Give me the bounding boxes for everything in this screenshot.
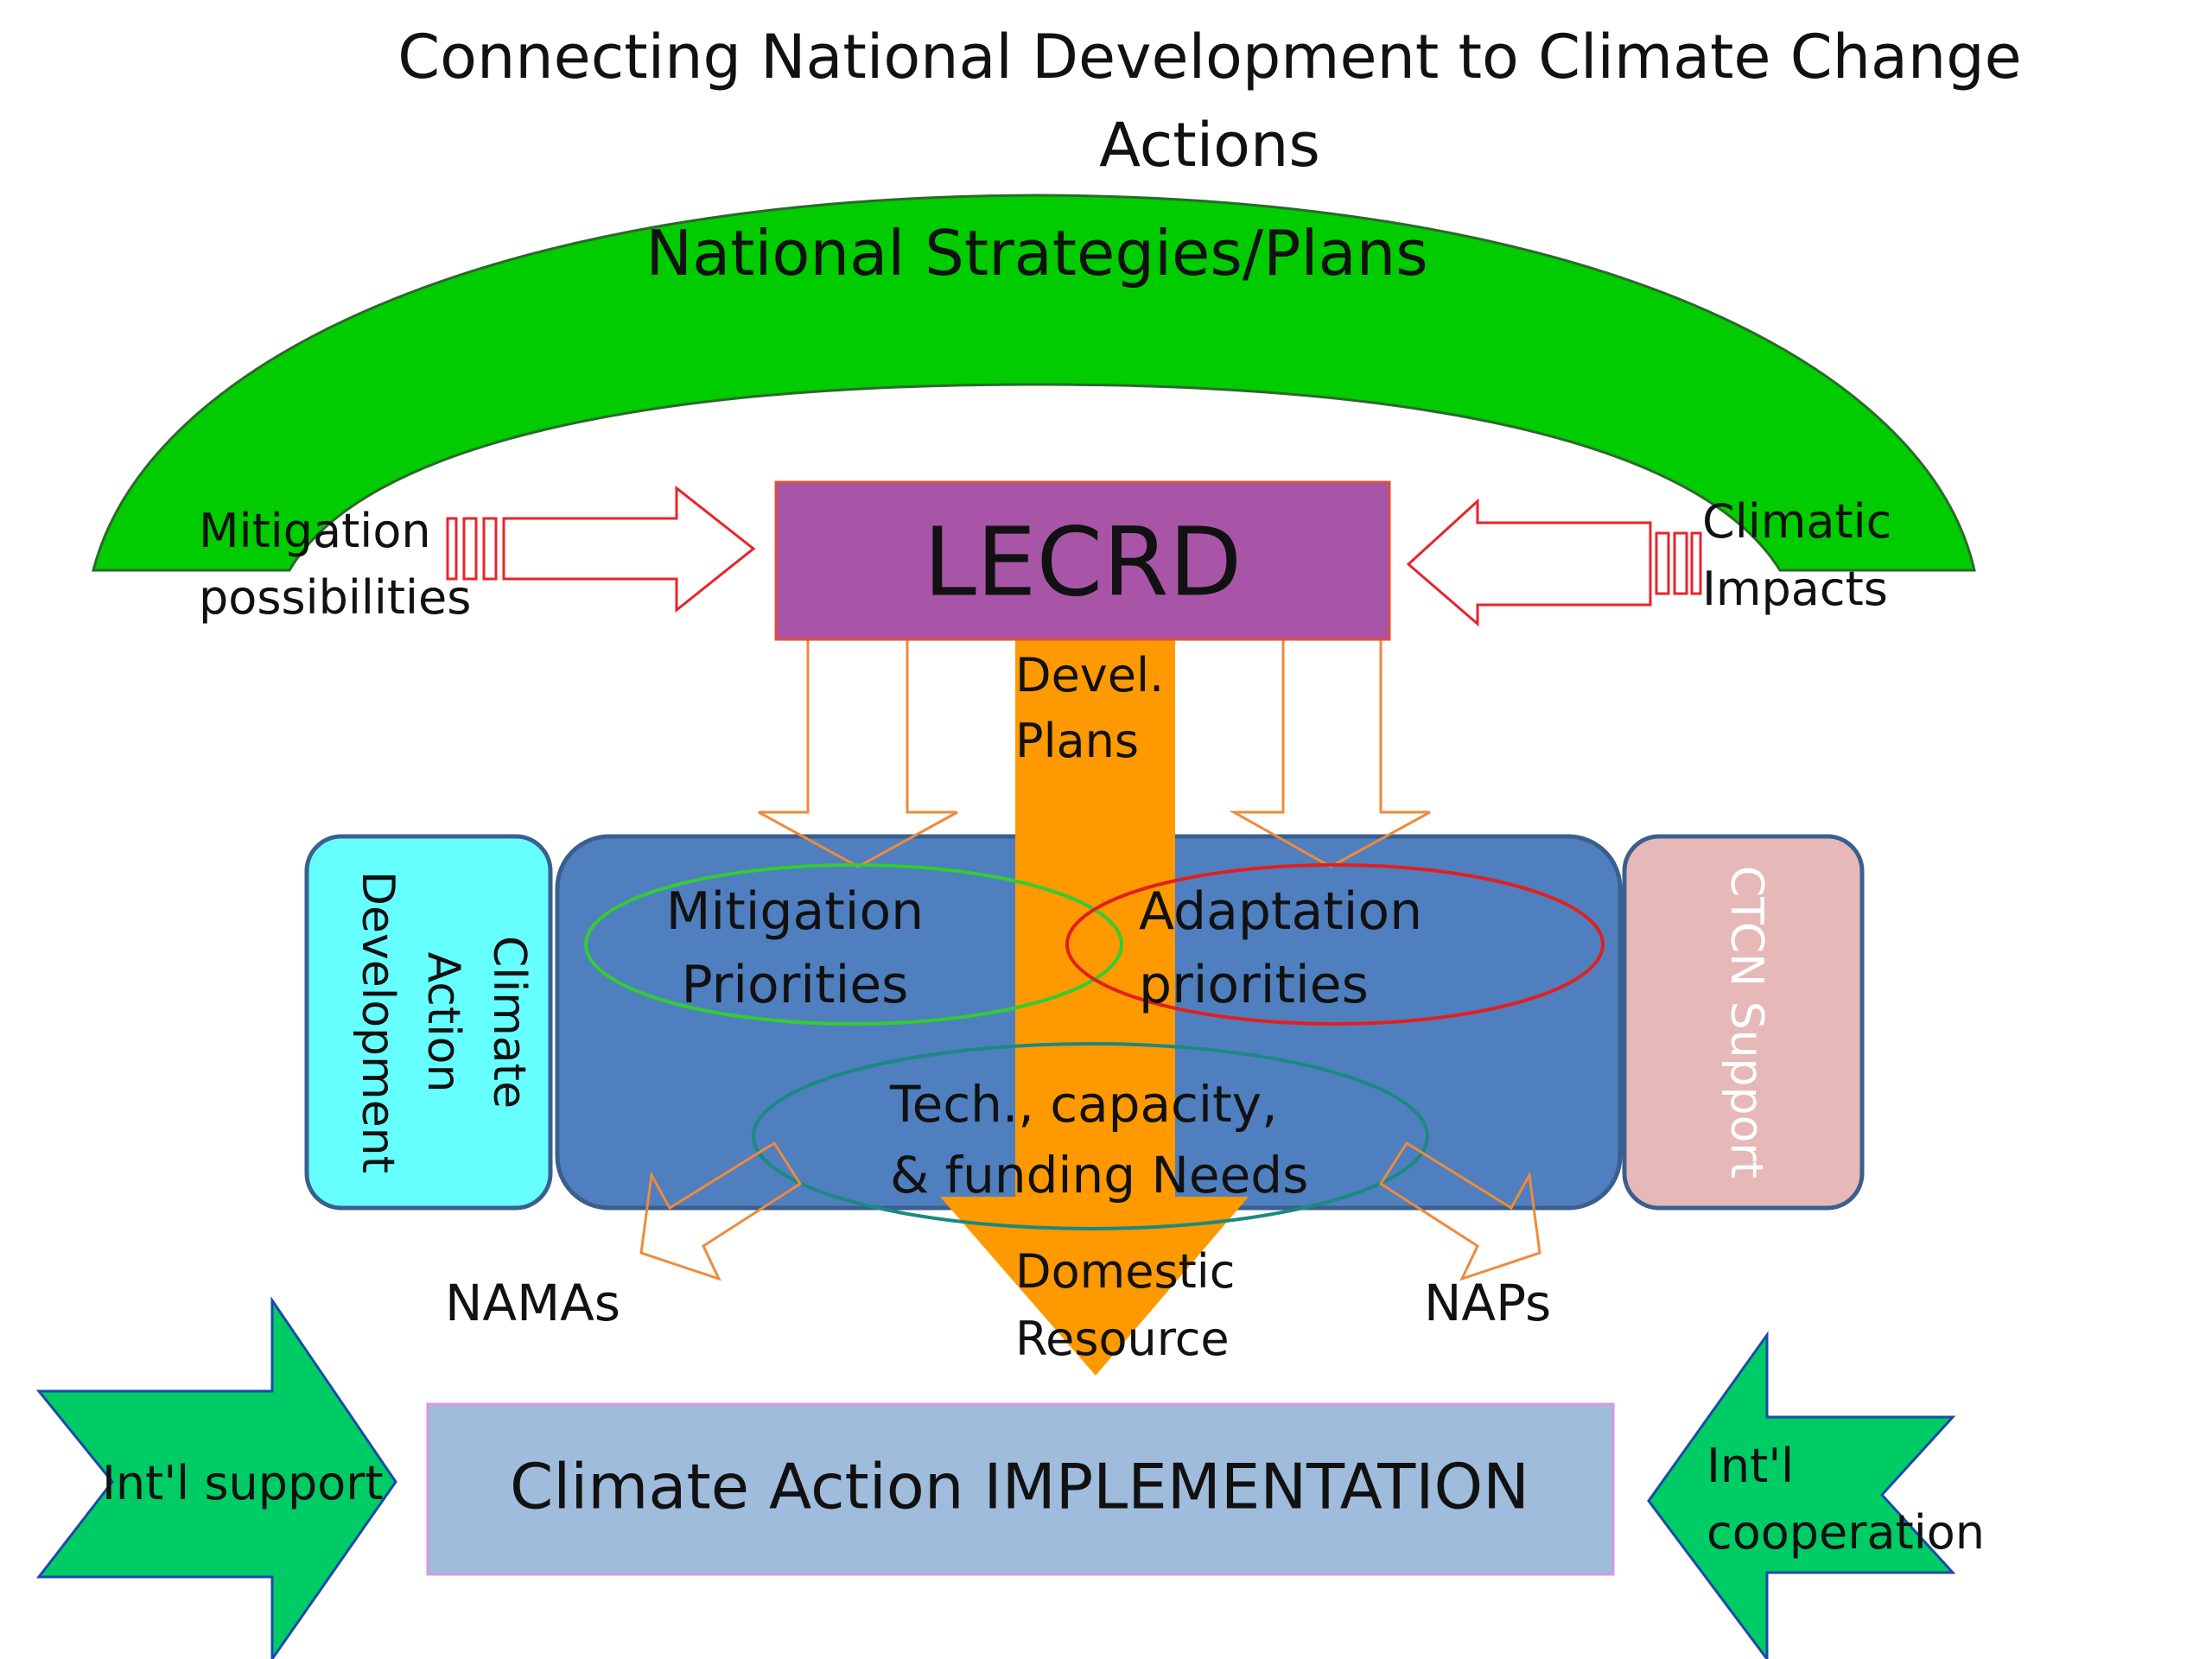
title-line-2: Actions — [1099, 110, 1320, 181]
cad-line-1: Climate — [483, 936, 535, 1109]
implementation-label: Climate Action IMPLEMENTATION — [510, 1451, 1529, 1523]
mitigation-line-1: Mitigation — [666, 881, 924, 942]
intl-support-arrow — [35, 1296, 397, 1659]
right-input-line-2: Impacts — [1702, 562, 1888, 616]
lecrd-to-adaptation-arrow — [1229, 638, 1431, 868]
to-naps-arrow — [1378, 1141, 1541, 1281]
intl-cooperation-arrow — [1647, 1331, 1956, 1659]
intl-coop-line-2: cooperation — [1707, 1505, 1985, 1560]
adaptation-line-2: priorities — [1139, 955, 1369, 1015]
right-input-arrow — [1406, 498, 1702, 627]
climate-action-development-label: Climate Action Development — [352, 871, 535, 1173]
to-namas-arrow — [639, 1141, 803, 1281]
lecrd-label: LECRD — [924, 506, 1243, 617]
mitigation-ellipse — [584, 863, 1123, 1026]
left-input-arrow — [446, 485, 756, 613]
climate-action-development-box — [304, 834, 553, 1211]
devel-line-1: Devel. — [1015, 648, 1164, 702]
implementation-box — [426, 1402, 1615, 1576]
arch-label: National Strategies/Plans — [645, 217, 1428, 289]
intl-support-label: Int'l support — [102, 1456, 384, 1510]
adaptation-ellipse — [1065, 863, 1605, 1026]
lecrd-to-mitigation-arrow — [758, 638, 958, 868]
naps-label: NAPs — [1424, 1274, 1551, 1332]
devel-plans-arrow — [940, 639, 1249, 1376]
domestic-line-2: Resource — [1015, 1312, 1230, 1366]
intl-coop-line-1: Int'l — [1707, 1439, 1794, 1493]
right-input-line-1: Climatic — [1702, 494, 1891, 549]
title-line-1: Connecting National Development to Clima… — [397, 22, 2022, 92]
ctcn-support-box — [1622, 834, 1865, 1211]
needs-line-1: Tech., capacity, — [889, 1075, 1278, 1134]
mitigation-line-2: Priorities — [682, 955, 909, 1015]
devel-line-2: Plans — [1015, 714, 1139, 768]
lecrd-box — [774, 480, 1391, 641]
namas-label: NAMAs — [445, 1274, 620, 1332]
national-strategies-arch — [92, 194, 1976, 572]
needs-line-2: & funding Needs — [890, 1146, 1308, 1205]
left-input-line-1: Mitigation — [199, 504, 431, 558]
ctcn-support-label: CTCN Support — [1720, 866, 1772, 1179]
needs-ellipse — [752, 1042, 1429, 1230]
cad-line-3: Development — [352, 871, 404, 1173]
adaptation-line-1: Adaptation — [1139, 881, 1422, 942]
domestic-line-1: Domestic — [1015, 1244, 1235, 1299]
cad-line-2: Action — [417, 952, 469, 1093]
left-input-line-2: possibilities — [199, 570, 471, 625]
